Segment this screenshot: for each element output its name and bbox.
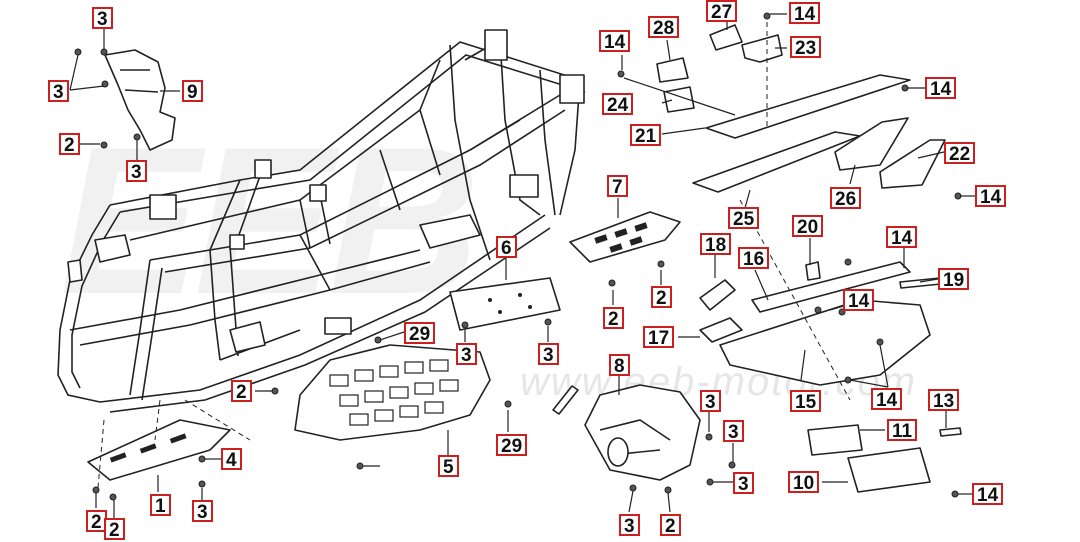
callout-14-fender: 14 <box>843 289 875 312</box>
callout-25: 25 <box>728 207 760 230</box>
callout-27: 27 <box>706 0 738 23</box>
callout-29-bottom: 29 <box>496 434 528 457</box>
callout-14-left: 14 <box>599 30 631 53</box>
callout-29-top: 29 <box>404 322 436 345</box>
callout-14-plate10: 14 <box>972 483 1004 506</box>
callout-2-skid5-left: 2 <box>231 380 252 403</box>
callout-18: 18 <box>700 233 732 256</box>
callout-14-top: 14 <box>789 2 821 25</box>
part-26-side-panel <box>834 117 909 171</box>
callout-3-housing-bottom: 3 <box>619 514 640 537</box>
callout-2-guard: 2 <box>59 133 80 156</box>
callout-11: 11 <box>887 419 918 442</box>
callout-2-skid7-right: 2 <box>651 286 672 309</box>
callout-22: 22 <box>944 142 976 165</box>
part-11-plate <box>807 424 863 456</box>
callout-21: 21 <box>630 124 662 147</box>
callout-2-skid7-left: 2 <box>603 307 624 330</box>
part-22-side-panel <box>879 139 946 189</box>
part-21-rear-rail-cover <box>705 74 911 139</box>
part-7-skid-plate <box>569 211 681 263</box>
callout-14-panel: 14 <box>975 185 1007 208</box>
part-16-rack-rail <box>751 261 911 313</box>
part-18-pad <box>699 279 736 311</box>
callout-2-housing-bottom: 2 <box>660 514 681 537</box>
callout-14-rack: 14 <box>886 226 918 249</box>
part-8-rear-housing <box>584 384 701 481</box>
bolt-tool <box>552 385 579 415</box>
part-20-clamp <box>805 261 821 281</box>
part-25-rear-rail-cover <box>692 131 861 193</box>
callout-15: 15 <box>790 390 822 413</box>
callout-9: 9 <box>182 80 203 103</box>
callout-2-skid1-mid: 2 <box>104 518 125 541</box>
part-15-rear-fender <box>719 299 931 386</box>
part-10-plate <box>847 447 931 493</box>
watermark-logo: EEB <box>60 103 480 338</box>
callout-3-plate6-left: 3 <box>456 343 477 366</box>
callout-28: 28 <box>648 16 680 39</box>
callout-19: 19 <box>938 268 970 291</box>
callout-3-guard-top: 3 <box>92 7 113 30</box>
part-28-pad <box>656 57 689 83</box>
callout-24: 24 <box>602 93 634 116</box>
frame-assembly <box>57 29 586 413</box>
callout-3-housing-right: 3 <box>733 472 754 495</box>
callout-5: 5 <box>438 455 459 478</box>
part-9-front-guard <box>104 49 176 151</box>
callout-4: 4 <box>221 448 242 471</box>
callout-3-guard-bottom: 3 <box>126 160 147 183</box>
part-13-pin <box>939 427 962 437</box>
callout-1: 1 <box>150 494 171 517</box>
callout-3-guard-left: 3 <box>48 80 69 103</box>
callout-14-fender-bottom: 14 <box>871 388 903 411</box>
callout-10: 10 <box>788 471 820 494</box>
part-27-bracket <box>709 24 743 51</box>
callout-13: 13 <box>928 389 960 412</box>
callout-3-plate6-right: 3 <box>538 343 559 366</box>
part-17-pad <box>699 317 743 343</box>
callout-23: 23 <box>790 36 822 59</box>
callout-3-skid1-right: 3 <box>192 500 213 523</box>
callout-14-rail: 14 <box>925 77 957 100</box>
callout-6: 6 <box>496 236 517 259</box>
callout-17: 17 <box>643 326 675 349</box>
callout-16: 16 <box>738 247 770 270</box>
part-6-floor-plate <box>449 277 561 331</box>
callout-20: 20 <box>792 215 824 238</box>
callout-3-housing-mid: 3 <box>723 420 744 443</box>
part-1-front-skid-plate <box>87 419 231 481</box>
callout-3-housing-top: 3 <box>700 390 721 413</box>
callout-8: 8 <box>609 354 630 377</box>
callout-7: 7 <box>607 175 628 198</box>
callout-26: 26 <box>830 187 862 210</box>
part-23-bracket <box>741 34 783 63</box>
